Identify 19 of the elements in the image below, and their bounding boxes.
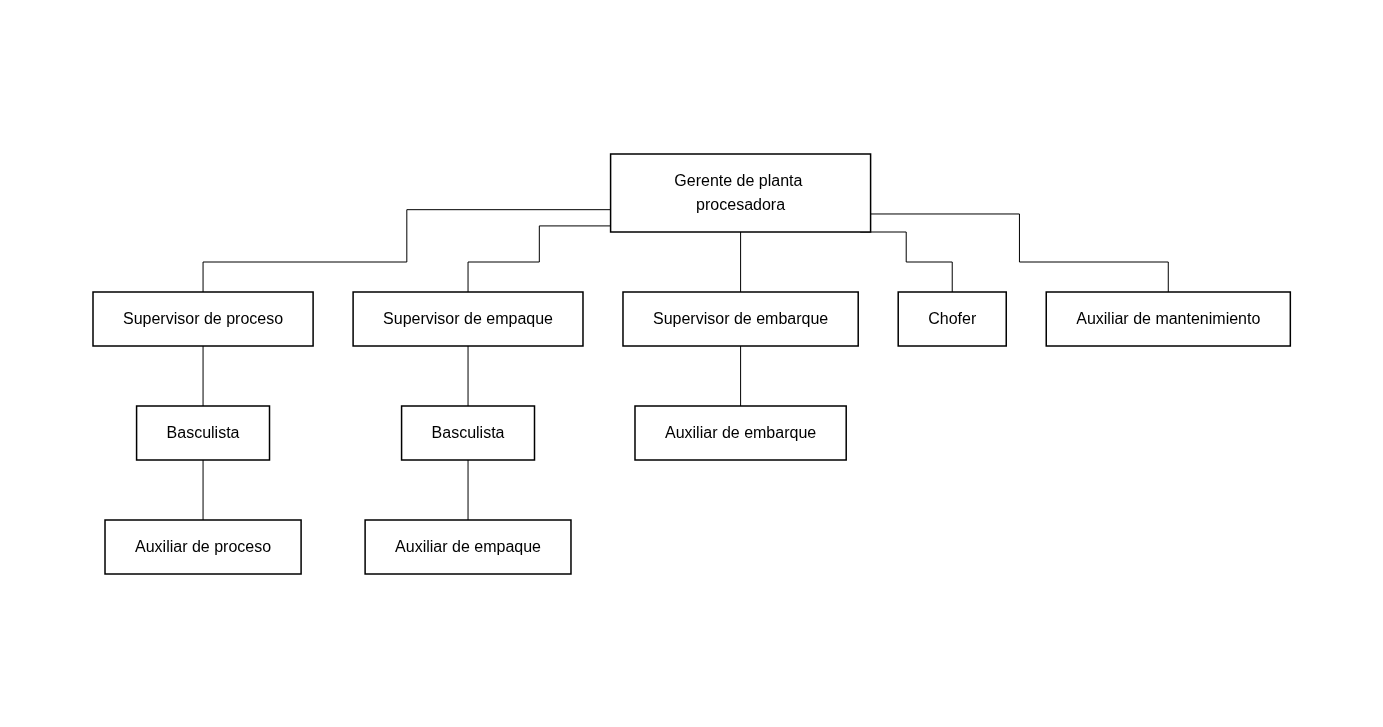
- connector: [739, 345, 741, 406]
- connector: [467, 224, 611, 292]
- node-box: Auxiliar de proceso: [104, 518, 302, 575]
- node-box: Auxiliar de empaque: [364, 518, 572, 575]
- node-box: Basculista: [400, 404, 536, 461]
- node-box: Chofer: [897, 290, 1007, 347]
- connector: [467, 459, 469, 520]
- node-box: Supervisor de proceso: [92, 290, 314, 347]
- node-box: Gerente de planta procesadora: [609, 152, 872, 233]
- node-box: Auxiliar de embarque: [634, 404, 847, 461]
- connector: [202, 345, 204, 406]
- connector: [739, 231, 741, 292]
- node-box: Supervisor de empaque: [352, 290, 584, 347]
- node-box: Supervisor de embarque: [622, 290, 859, 347]
- connector: [202, 208, 611, 292]
- connector: [467, 345, 469, 406]
- node-box: Basculista: [135, 404, 271, 461]
- connector: [202, 459, 204, 520]
- node-box: Auxiliar de mantenimiento: [1045, 290, 1291, 347]
